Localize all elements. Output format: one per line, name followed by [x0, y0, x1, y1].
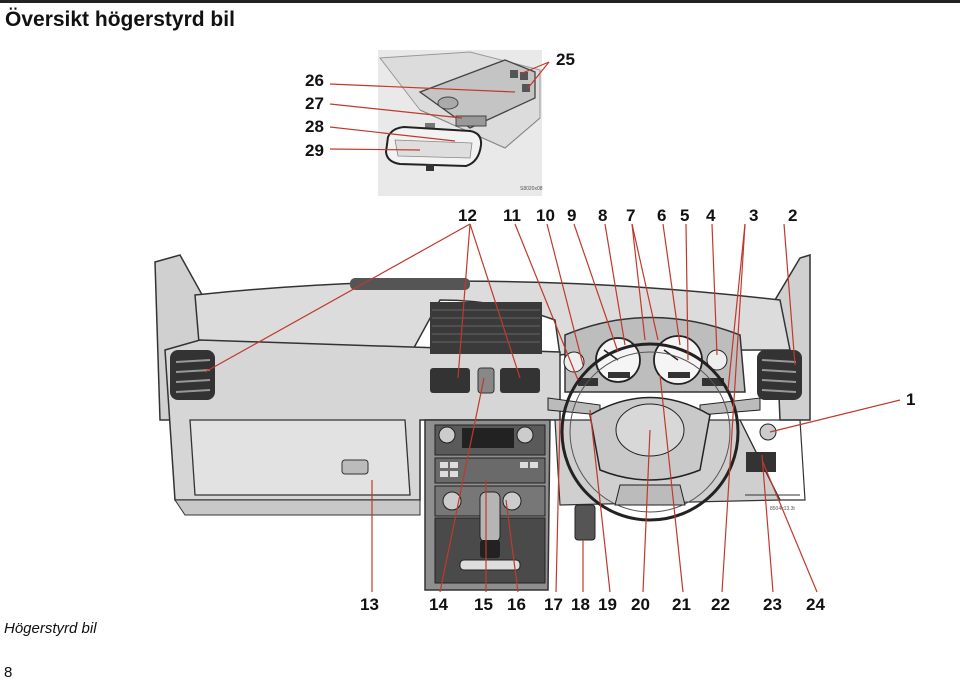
label-20: 20 [631, 595, 650, 614]
label-29: 29 [305, 141, 324, 160]
hazard-button [477, 367, 495, 394]
dashboard-top-labels: 12 11 10 9 8 7 6 5 4 3 2 1 [458, 206, 915, 409]
label-6: 6 [657, 206, 666, 225]
mirror-figure-code: S8020x08 [520, 186, 543, 192]
label-12: 12 [458, 206, 477, 225]
dashboard-figure: 8504c13.3t [154, 253, 811, 591]
label-14: 14 [429, 595, 448, 614]
label-13: 13 [360, 595, 379, 614]
label-27: 27 [305, 94, 324, 113]
label-5: 5 [680, 206, 689, 225]
center-vent-right [500, 368, 540, 393]
label-8: 8 [598, 206, 607, 225]
center-vent-left [430, 368, 470, 393]
headlight-switch [759, 423, 777, 441]
label-25: 25 [556, 50, 575, 69]
mirror-figure: S8020x08 [378, 50, 543, 196]
label-19: 19 [598, 595, 617, 614]
label-9: 9 [567, 206, 576, 225]
label-1: 1 [906, 390, 915, 409]
label-22: 22 [711, 595, 730, 614]
speaker-grille [430, 302, 542, 354]
dashboard-bottom-labels: 13 14 15 16 17 18 19 20 21 22 23 24 [360, 595, 825, 614]
label-4: 4 [706, 206, 716, 225]
label-7: 7 [626, 206, 635, 225]
gear-selector [479, 491, 501, 543]
figure-caption: Högerstyrd bil [4, 620, 97, 637]
label-2: 2 [788, 206, 797, 225]
dashboard-callout-lines [204, 223, 901, 593]
label-26: 26 [305, 71, 324, 90]
mirror-labels: 25 26 27 28 29 [305, 50, 575, 160]
right-stalk [699, 397, 761, 416]
label-3: 3 [749, 206, 758, 225]
page-title: Översikt högerstyrd bil [5, 8, 235, 31]
label-16: 16 [507, 595, 526, 614]
mirror-callout-lines [329, 61, 550, 151]
defroster-vent [350, 278, 470, 290]
page-number: 8 [4, 664, 13, 681]
glovebox-handle [341, 459, 369, 475]
steering-wheel [560, 342, 740, 522]
label-10: 10 [536, 206, 555, 225]
label-23: 23 [763, 595, 782, 614]
label-21: 21 [672, 595, 691, 614]
top-rule [0, 0, 960, 3]
label-15: 15 [474, 595, 493, 614]
glovebox [189, 419, 411, 496]
label-28: 28 [305, 117, 324, 136]
label-24: 24 [806, 595, 825, 614]
pedal [574, 504, 596, 541]
label-17: 17 [544, 595, 563, 614]
label-18: 18 [571, 595, 590, 614]
label-11: 11 [503, 206, 521, 225]
